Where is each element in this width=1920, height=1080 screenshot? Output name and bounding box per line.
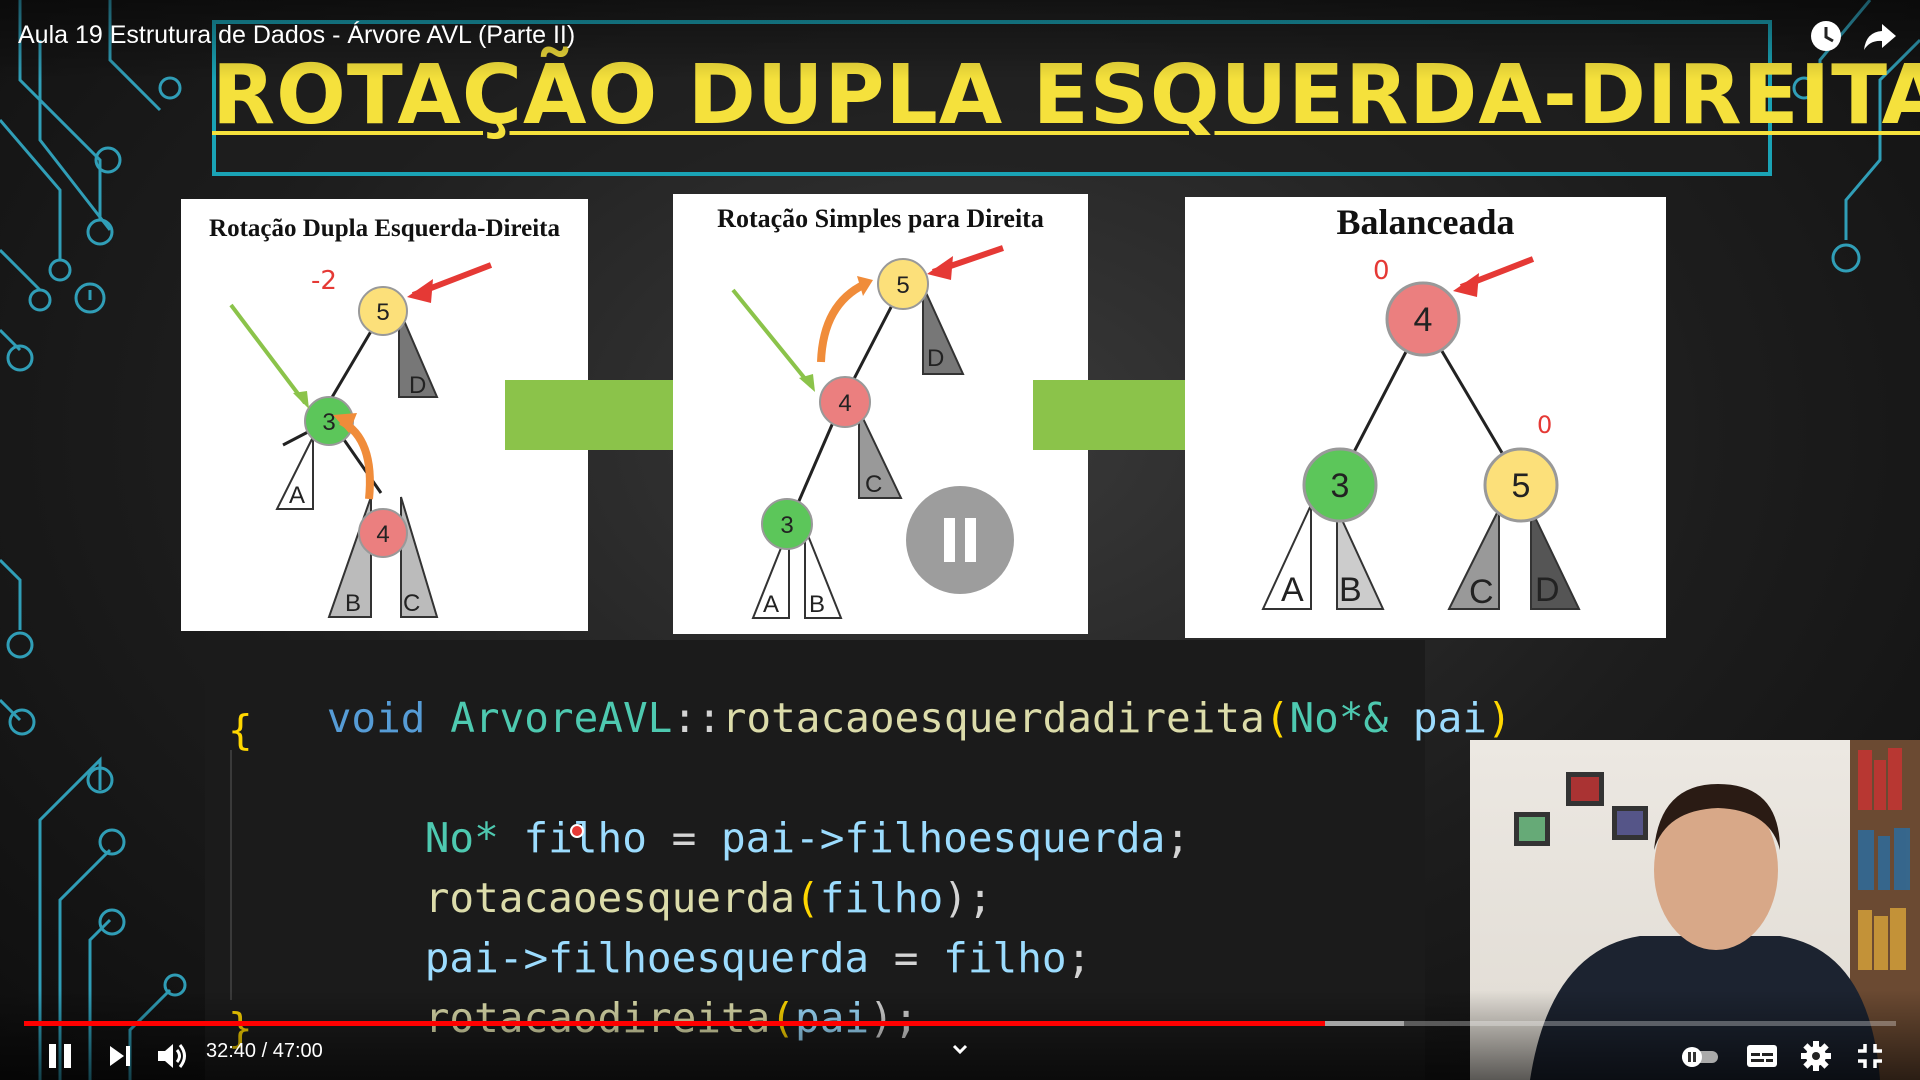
code-token: = <box>893 934 919 982</box>
tree-diagram-3: A B C D 4 3 5 0 0 <box>1261 256 1581 611</box>
code-token: ( <box>795 874 820 922</box>
node-5-label: 5 <box>896 272 909 299</box>
slide-title-frame <box>212 20 1772 176</box>
node-5 <box>1483 447 1559 523</box>
autoplay-toggle-icon[interactable] <box>1676 1036 1724 1076</box>
code-token: rotacaoesquerda <box>424 874 796 922</box>
subtree-B-label: B <box>345 590 361 617</box>
subtree-C-label: C <box>1469 573 1494 611</box>
balance-annotation: -2 <box>311 266 337 296</box>
subtree-B-label: B <box>809 591 825 618</box>
mouse-cursor <box>570 824 584 838</box>
slide-title: ROTAÇÃO DUPLA ESQUERDA-DIREITA <box>212 48 1920 143</box>
code-token: pai <box>1412 694 1487 742</box>
settings-icon[interactable] <box>1796 1036 1836 1076</box>
node-3 <box>1302 447 1378 523</box>
code-token: ArvoreAVL <box>450 694 673 742</box>
code-token: No*& <box>1289 694 1389 742</box>
node-3-label: 3 <box>1331 467 1350 505</box>
node-3 <box>761 498 813 550</box>
indent-guide <box>230 750 232 1000</box>
tree-diagram-1: D A B C 5 3 4 -2 <box>229 262 493 618</box>
bottom-overlay <box>0 990 1920 1080</box>
progress-played <box>24 1021 1326 1026</box>
code-token: pai->filhoesquerda <box>720 814 1166 862</box>
code-line-3: pai->filhoesquerda = filho; <box>326 886 1092 1030</box>
balance-annotation-root: 0 <box>1373 256 1390 286</box>
tree-diagram-2: D C A B 5 4 3 <box>731 245 1004 619</box>
node-4 <box>358 508 408 558</box>
balance-annotation-right: 0 <box>1537 411 1552 439</box>
code-line-1: No* filho = pai->filhoesquerda; <box>326 766 1190 910</box>
subtree-D-label: D <box>409 372 426 399</box>
top-overlay <box>0 0 1920 80</box>
code-token: rotacaoesquerdadireita <box>721 694 1265 742</box>
code-token: ; <box>1165 814 1190 862</box>
code-token: ( <box>1264 694 1290 742</box>
progress-bar[interactable] <box>24 1021 1896 1026</box>
node-3-label: 3 <box>780 512 793 539</box>
code-token: void <box>326 694 426 742</box>
green-arrow <box>229 303 307 405</box>
code-token: filho <box>943 934 1067 982</box>
panel-2-caption: Rotação Simples para Direita <box>717 204 1044 233</box>
subtree-C-label: C <box>403 590 420 617</box>
node-4 <box>819 376 871 428</box>
code-token: pai->filhoesquerda <box>424 934 870 982</box>
pause-icon[interactable] <box>40 1036 80 1076</box>
exit-fullscreen-icon[interactable] <box>1850 1036 1890 1076</box>
code-line-2: rotacaoesquerda(filho); <box>326 826 993 970</box>
orange-rotation-arrow <box>817 280 867 363</box>
node-4-label: 4 <box>838 390 851 417</box>
subtree-A-label: A <box>763 591 779 618</box>
node-4-label: 4 <box>376 521 389 548</box>
subtree-B-label: B <box>1339 571 1362 609</box>
panel-1-caption: Rotação Dupla Esquerda-Direita <box>209 215 560 242</box>
subtree-D-label: D <box>1535 571 1560 609</box>
code-token: ; <box>1066 934 1092 982</box>
code-line-signature: void ArvoreAVL::rotacaoesquerdadireita(N… <box>228 646 1512 790</box>
code-token: = <box>671 814 697 862</box>
node-5 <box>358 286 408 336</box>
time-display: 32:40 / 47:00 <box>206 1040 323 1062</box>
code-token: filho <box>819 874 944 922</box>
node-4-label: 4 <box>1414 301 1433 339</box>
code-token: ) <box>1486 694 1512 742</box>
diagram-panel-2: Rotação Simples para Direita D C A B 5 <box>673 194 1088 634</box>
code-token: :: <box>672 694 722 742</box>
next-icon[interactable] <box>100 1036 140 1076</box>
node-4 <box>1385 281 1461 357</box>
diagram-panel-3: Balanceada A B C D 4 3 <box>1185 197 1666 638</box>
green-arrow <box>731 288 813 388</box>
node-3-label: 3 <box>322 409 335 436</box>
code-token: filho <box>523 814 647 862</box>
node-5-label: 5 <box>376 299 389 326</box>
subtitles-icon[interactable] <box>1742 1036 1782 1076</box>
code-token: No* <box>424 814 499 862</box>
node-5 <box>877 258 929 310</box>
node-5-label: 5 <box>1512 467 1531 505</box>
chevron-down-icon[interactable] <box>940 1030 980 1070</box>
code-token: ); <box>943 874 993 922</box>
code-open-brace: { <box>228 706 253 754</box>
subtree-A-label: A <box>289 482 305 509</box>
subtree-D-label: D <box>927 345 944 372</box>
center-pause-icon[interactable] <box>906 486 1014 594</box>
panel-3-caption: Balanceada <box>1336 202 1515 242</box>
video-title[interactable]: Aula 19 Estrutura de Dados - Árvore AVL … <box>18 21 576 49</box>
watch-later-icon[interactable] <box>1808 18 1844 54</box>
subtree-C-label: C <box>865 471 882 498</box>
share-icon[interactable] <box>1862 18 1898 54</box>
volume-icon[interactable] <box>152 1036 192 1076</box>
subtree-A-label: A <box>1281 571 1304 609</box>
